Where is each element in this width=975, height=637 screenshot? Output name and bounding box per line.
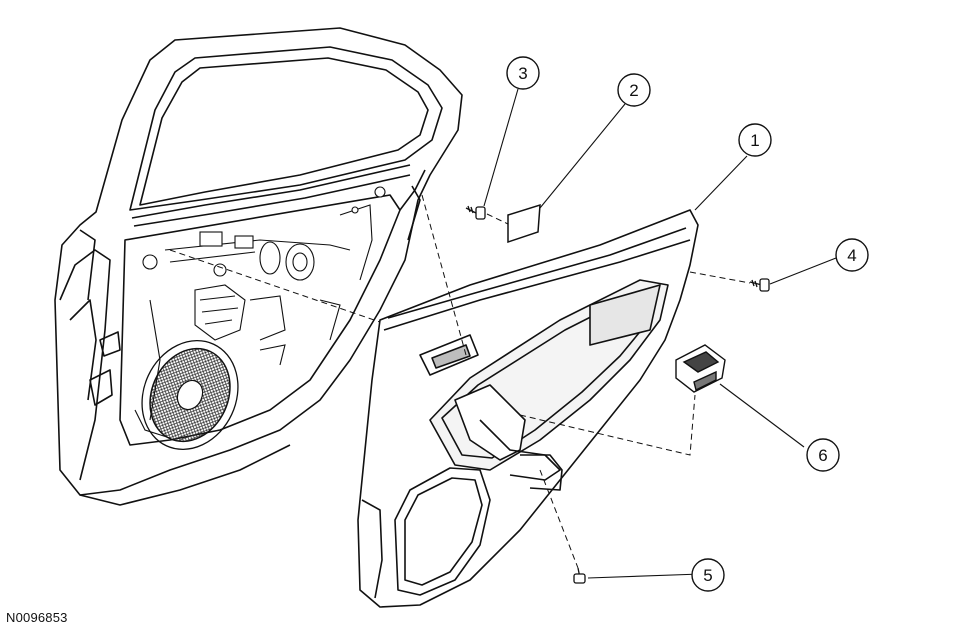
assembly-lines bbox=[169, 194, 751, 569]
door-speaker bbox=[141, 340, 239, 450]
callout-5: 5 bbox=[691, 558, 725, 592]
callout-number: 2 bbox=[629, 81, 638, 100]
callout-6: 6 bbox=[806, 438, 840, 472]
callout-4: 4 bbox=[835, 238, 869, 272]
screw-5 bbox=[573, 567, 586, 584]
screw-4 bbox=[749, 278, 770, 292]
callout-leaders bbox=[483, 88, 837, 579]
callout-number: 6 bbox=[818, 446, 827, 465]
callout-number: 3 bbox=[518, 64, 527, 83]
callout-number: 4 bbox=[847, 246, 856, 265]
trim-cover bbox=[507, 203, 541, 244]
callout-number: 1 bbox=[750, 131, 759, 150]
window-switch bbox=[675, 344, 726, 393]
door-trim-panel bbox=[357, 209, 699, 608]
callout-1: 1 bbox=[738, 123, 772, 157]
callout-2: 2 bbox=[617, 73, 651, 107]
door-mechanism bbox=[134, 186, 386, 439]
callout-number: 5 bbox=[703, 566, 712, 585]
figure-id-label: N0096853 bbox=[6, 610, 68, 625]
screw-3 bbox=[465, 205, 486, 220]
callout-3: 3 bbox=[506, 56, 540, 90]
